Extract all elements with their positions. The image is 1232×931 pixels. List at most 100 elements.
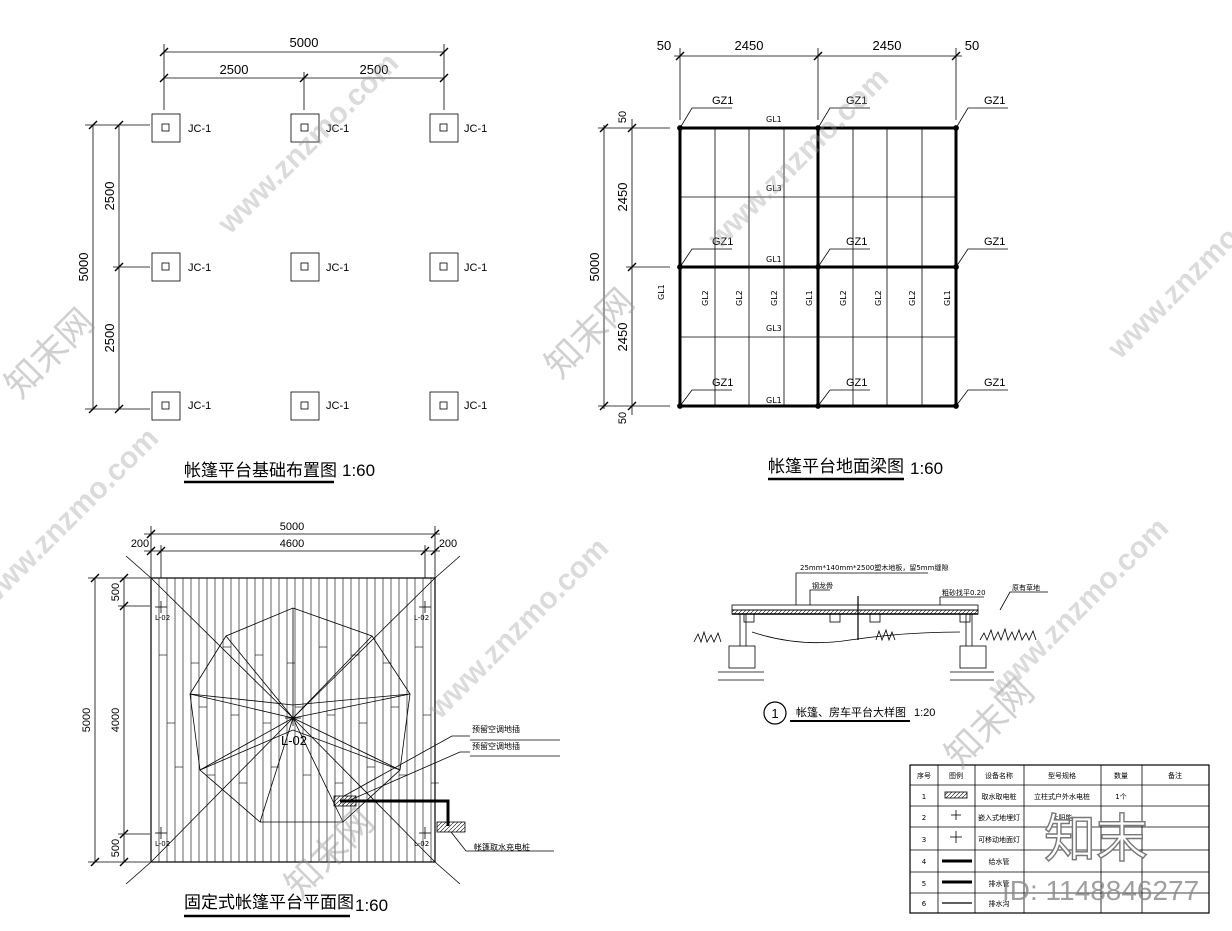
beam-title: 帐篷平台地面梁图 bbox=[768, 457, 904, 477]
beam-label-gl1: GL1 bbox=[943, 290, 952, 306]
watermark-id: ID: 1148846277 bbox=[1002, 875, 1199, 906]
dim-left-total: 5000 bbox=[81, 708, 93, 732]
foundation-scale: 1:60 bbox=[342, 461, 375, 480]
dim-left-upper: 2500 bbox=[102, 182, 117, 211]
beam-label-gl2: GL2 bbox=[701, 290, 710, 306]
deck-labels: 5000 4600 200 200 5000 4000 500 500 L-02… bbox=[81, 521, 530, 857]
legend-cell-spec: 太阳能 bbox=[1052, 813, 1073, 822]
beam-label-gl3: GL3 bbox=[766, 324, 782, 333]
legend-cell-name: 排水管 bbox=[989, 879, 1010, 888]
footing-label: JC-1 bbox=[326, 262, 349, 274]
beam-label-gl2: GL2 bbox=[735, 290, 744, 306]
foundation-dim-labels: 5000 2500 2500 5000 2500 2500 JC-1 JC-1 … bbox=[76, 35, 487, 412]
detail-title: 帐篷、房车平台大样图 bbox=[796, 705, 906, 719]
column-label: GZ1 bbox=[846, 377, 867, 389]
column-label: GZ1 bbox=[712, 95, 733, 107]
dim-left-total: 5000 bbox=[587, 253, 602, 282]
foundation-title: 帐篷平台基础布置图 bbox=[184, 461, 337, 481]
dim-top-edge-right: 50 bbox=[965, 38, 979, 53]
column-label: GZ1 bbox=[846, 95, 867, 107]
deck-title-block: 固定式帐篷平台平面图 1:60 bbox=[184, 893, 388, 918]
dim-left-lower: 2450 bbox=[615, 323, 630, 352]
legend-cell-no: 6 bbox=[922, 900, 927, 908]
legend-header: 序号 bbox=[917, 771, 931, 780]
footing-label: JC-1 bbox=[464, 123, 487, 135]
deck-scale: 1:60 bbox=[355, 896, 388, 915]
legend-cell-spec: 立柱式户外水电桩 bbox=[1034, 792, 1090, 801]
legend-cell-name: 排水沟 bbox=[989, 899, 1010, 908]
detail-scale: 1:20 bbox=[914, 707, 935, 719]
dim-top-total: 5000 bbox=[290, 35, 319, 50]
beam-label-gl1: GL1 bbox=[766, 115, 782, 124]
beam-label-gl2: GL2 bbox=[839, 290, 848, 306]
footing-label: JC-1 bbox=[326, 123, 349, 135]
dim-edge-left: 200 bbox=[131, 538, 149, 550]
beam-plan bbox=[598, 48, 1008, 415]
footing-label: JC-1 bbox=[188, 262, 211, 274]
column-label: GZ1 bbox=[984, 95, 1005, 107]
legend-cell-no: 1 bbox=[922, 793, 926, 801]
deck-boards bbox=[158, 578, 439, 862]
column-label: GZ1 bbox=[984, 236, 1005, 248]
dim-left-total: 5000 bbox=[76, 253, 91, 282]
footing-label: JC-1 bbox=[464, 262, 487, 274]
beam-label-gl3: GL3 bbox=[766, 184, 782, 193]
legend-cell-name: 可移动地面灯 bbox=[978, 835, 1020, 844]
dim-left-inner: 4000 bbox=[110, 708, 122, 732]
watermark-site: www.znzmo.com bbox=[701, 62, 895, 256]
beam-scale: 1:60 bbox=[910, 459, 943, 478]
footing-label: JC-1 bbox=[326, 400, 349, 412]
beam-label-gl1: GL1 bbox=[766, 396, 782, 405]
legend-header: 图例 bbox=[949, 771, 963, 780]
legend-cell-no: 5 bbox=[922, 880, 926, 888]
column-label: GZ1 bbox=[712, 236, 733, 248]
dim-edge-right: 200 bbox=[439, 538, 457, 550]
column-label: GZ1 bbox=[712, 377, 733, 389]
note-steel-joist: 钢龙骨 bbox=[812, 581, 833, 590]
beam-label-gl1: GL1 bbox=[657, 284, 666, 300]
legend-cell-no: 2 bbox=[922, 814, 926, 822]
detail-number: 1 bbox=[771, 706, 778, 721]
legend-cell-name: 嵌入式地埋灯 bbox=[978, 813, 1020, 822]
dim-top-edge-left: 50 bbox=[657, 38, 671, 53]
foundation-title-block: 帐篷平台基础布置图 1:60 bbox=[184, 461, 375, 484]
beam-dim-labels: 50 2450 2450 50 50 2450 5000 2450 50 GZ1… bbox=[587, 38, 1005, 424]
note-water-power-post: 帐篷取水充电桩 bbox=[474, 842, 530, 852]
lamp-tag: L-02 bbox=[155, 614, 170, 622]
lamp-tag: L-02 bbox=[414, 840, 429, 848]
deck-title: 固定式帐篷平台平面图 bbox=[184, 893, 354, 913]
legend-header: 数量 bbox=[1114, 771, 1128, 780]
dim-top-total: 5000 bbox=[280, 521, 304, 533]
watermark-site: www.znzmo.com bbox=[1101, 172, 1232, 366]
section-labels: 25mm*140mm*2500塑木地板，留5mm缝隙 钢龙骨 粗砂找平0.20 … bbox=[771, 563, 1040, 722]
beam-title-block: 帐篷平台地面梁图 1:60 bbox=[768, 457, 943, 481]
note-ac-outlet: 预留空调地插 bbox=[472, 741, 520, 751]
lamp-tag: L-02 bbox=[155, 840, 170, 848]
center-lamp-tag: L-02 bbox=[281, 733, 307, 748]
beam-label-gl1: GL1 bbox=[766, 255, 782, 264]
footing-label: JC-1 bbox=[188, 400, 211, 412]
dim-top-inner: 4600 bbox=[280, 538, 304, 550]
legend-table bbox=[909, 764, 1210, 914]
dim-left-edge-top: 50 bbox=[617, 111, 629, 123]
dim-left-top: 500 bbox=[110, 583, 122, 601]
watermark-site: www.znzmo.com bbox=[0, 422, 165, 616]
dim-top-mid-right: 2450 bbox=[873, 38, 902, 53]
note-ac-outlet: 预留空调地插 bbox=[472, 724, 520, 734]
dim-left-upper: 2450 bbox=[615, 183, 630, 212]
watermark-site: www.znzmo.com bbox=[421, 532, 615, 726]
legend-cell-name: 取水取电桩 bbox=[982, 792, 1017, 801]
dim-left-edge-bottom: 50 bbox=[617, 412, 629, 424]
foundation-plan bbox=[85, 44, 459, 421]
dim-top-left: 2500 bbox=[220, 62, 249, 77]
note-decking: 25mm*140mm*2500塑木地板，留5mm缝隙 bbox=[800, 563, 948, 572]
footing-label: JC-1 bbox=[188, 123, 211, 135]
footing-label: JC-1 bbox=[464, 400, 487, 412]
section-detail bbox=[693, 572, 1048, 725]
watermark-logo: 知末 bbox=[1044, 810, 1148, 870]
legend-header: 备注 bbox=[1168, 771, 1182, 780]
dim-left-lower: 2500 bbox=[102, 324, 117, 353]
